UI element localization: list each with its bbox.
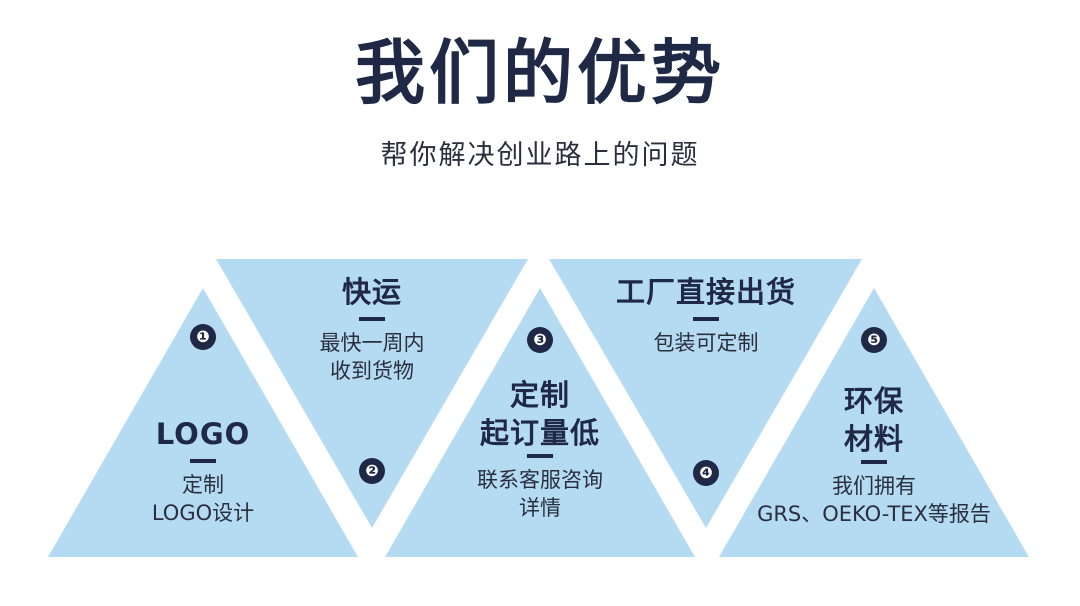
item-desc-line1: 定制 <box>182 473 224 497</box>
item-desc-line2: GRS、OEKO-TEX等报告 <box>757 502 991 526</box>
item-heading: 快运 <box>341 275 402 309</box>
badge-4: ❹ <box>693 460 719 486</box>
item-heading-line2: 起订量低 <box>479 416 600 450</box>
item-heading-line2: 材料 <box>843 422 904 456</box>
page-subtitle: 帮你解决创业路上的问题 <box>380 140 700 171</box>
triangle-5 <box>719 288 1029 557</box>
item-desc-line1: 最快一周内 <box>319 331 425 355</box>
item-desc-line1: 联系客服咨询 <box>477 468 603 492</box>
item-divider <box>861 460 887 464</box>
badge-1: ❶ <box>190 324 216 350</box>
triangle-2 <box>216 259 528 528</box>
item-desc-line1: 我们拥有 <box>832 474 916 498</box>
badge-2: ❷ <box>359 458 385 484</box>
item-heading: 环保 <box>843 384 904 418</box>
item-heading: 定制 <box>509 378 570 412</box>
item-desc-line2: 详情 <box>519 496 561 520</box>
item-divider <box>359 317 385 321</box>
item-heading: LOGO <box>155 417 251 451</box>
page-title: 我们的优势 <box>355 32 725 114</box>
badge-3: ❸ <box>527 327 553 353</box>
item-fast-shipping: 快运 最快一周内 收到货物 <box>272 273 472 385</box>
item-divider <box>527 454 553 458</box>
item-divider <box>190 459 216 463</box>
item-divider <box>693 317 719 321</box>
badge-5: ❺ <box>861 327 887 353</box>
triangle-1 <box>48 288 358 557</box>
item-eco-materials: 环保 材料 我们拥有 GRS、OEKO-TEX等报告 <box>724 382 1024 528</box>
triangle-4 <box>549 259 862 528</box>
item-heading: 工厂直接出货 <box>615 275 796 309</box>
item-logo: LOGO 定制 LOGO设计 <box>103 415 303 527</box>
item-factory-direct: 工厂直接出货 包装可定制 <box>576 273 836 357</box>
item-customization: 定制 起订量低 联系客服咨询 详情 <box>420 376 660 522</box>
item-desc-line2: LOGO设计 <box>151 501 255 525</box>
item-desc-line1: 包装可定制 <box>653 331 759 355</box>
triangle-3 <box>385 288 695 557</box>
item-desc-line2: 收到货物 <box>330 359 414 383</box>
